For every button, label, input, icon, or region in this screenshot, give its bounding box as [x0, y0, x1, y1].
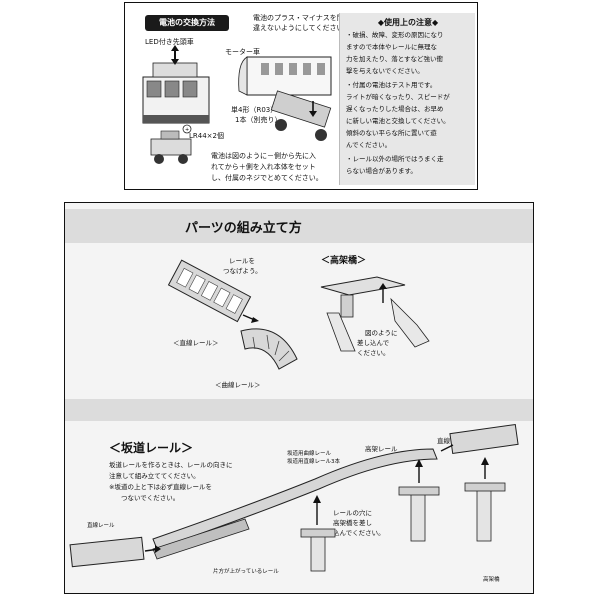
caution-line: 遅くなったりした場合は、お早め [346, 105, 444, 113]
svg-text:+: + [185, 127, 189, 133]
connect-rails-label-2: つなげよう。 [223, 267, 262, 275]
elevated-rail-label: 高架レール [365, 445, 398, 453]
caution-line: 撃を与えないでください。 [346, 67, 424, 75]
caution-box: ◆使用上の注意◆ ・破損、故障、変形の原因になり ますので本体やレールに無理な … [339, 13, 475, 185]
slope-curve-rail-label: 坂道用曲線レール [287, 451, 332, 457]
battery-type-label-1: 単4形（R03）× [231, 106, 284, 114]
slope-note-line: 坂道レールを作るときは、レールの向きに [109, 461, 233, 469]
bridge-title: ＜高架橋＞ [321, 256, 367, 266]
button-cell-truck-illustration: + [150, 124, 192, 164]
battery-instruction-3: し、付属のネジでとめてください。 [211, 174, 323, 182]
insert-note-2: 高架橋を差し [333, 519, 372, 527]
slope-note-line: 注意して組み立ててください。 [109, 472, 200, 480]
battery-instruction-1: 電池は図のように－側から先に入 [211, 152, 316, 160]
slope-straight-rail-label: 坂道用直線レール3本 [287, 459, 340, 465]
insert-note-3: 込んでください。 [333, 529, 385, 537]
battery-type-label-2: 1本（別売り） [235, 116, 282, 124]
parts-illustration [69, 259, 519, 572]
led-car-label: LED付き先頭車 [145, 38, 194, 46]
caution-line: んでください。 [346, 141, 392, 149]
parts-title-band [65, 209, 533, 243]
motor-car-label: モーター車 [225, 48, 260, 56]
bridge-illustration [320, 276, 430, 352]
bridge-note-3: ください。 [357, 349, 390, 357]
bridge-note-2: 差し込んで [357, 339, 390, 347]
uphill-rail-label: 片方が上がっているレール [213, 569, 279, 575]
bridge-note-1: 図のように [365, 329, 398, 337]
slope-note-line: つないでください。 [121, 494, 180, 502]
button-cell-label: LR44×2個 [189, 132, 224, 140]
bridge-bottom-label: 高架橋 [483, 577, 500, 583]
caution-line: 傾斜のない平らな所に置いて遊 [346, 129, 437, 137]
straight-rail-bottom-label: 直線レール [87, 523, 115, 529]
straight-rail-label: ＜直線レール＞ [173, 339, 219, 347]
caution-line: ・レール以外の場所ではうまく走 [346, 155, 444, 163]
battery-top-note-2: 違えないようにしてください。 [253, 24, 351, 32]
battery-replacement-panel: 電池の交換方法 電池のプラス・マイナスを間 違えないようにしてください。 LED… [124, 2, 478, 190]
caution-line: ・破損、故障、変形の原因になり [346, 31, 444, 39]
curved-rail-label: ＜曲線レール＞ [215, 381, 261, 389]
caution-title: ◆使用上の注意◆ [377, 18, 439, 27]
caution-line: ライトが暗くなったり、スピードが [346, 93, 450, 101]
caution-line: ますので本体やレールに無理な [346, 43, 437, 51]
motor-car-illustration [238, 56, 332, 141]
parts-title: パーツの組み立て方 [185, 221, 302, 236]
parts-assembly-panel: パーツの組み立て方 レールを つなげよう。 ＜直線レール＞ ＜曲線レール＞ ＜高… [64, 202, 534, 594]
caution-line: ・付属の電池はテスト用です。 [346, 81, 437, 89]
slope-note-line: ※坂道の上と下は必ず直線レールを [109, 483, 212, 491]
led-car-illustration [142, 45, 210, 124]
caution-line: 力を加えたり、落とすなど強い衝 [346, 55, 444, 63]
insert-note-1: レールの穴に [333, 509, 372, 517]
battery-instruction-2: れてから＋側を入れ本体をセット [211, 163, 316, 171]
connect-rails-label: レールを [229, 257, 255, 265]
battery-top-note-1: 電池のプラス・マイナスを間 [253, 14, 344, 22]
bridge-supports-illustration [300, 457, 506, 572]
straight-rail-illustration [167, 259, 252, 323]
slope-title: ＜坂道レール＞ [109, 441, 194, 455]
slope-rail-assembly-illustration [69, 423, 519, 568]
curved-rail-illustration [240, 328, 298, 370]
caution-line: らない場合があります。 [346, 167, 417, 175]
caution-line: に新しい電池と交換してください。 [346, 117, 450, 125]
battery-title: 電池の交換方法 [145, 15, 229, 31]
slope-section-band [65, 399, 533, 421]
battery-illustration: + [142, 45, 332, 164]
